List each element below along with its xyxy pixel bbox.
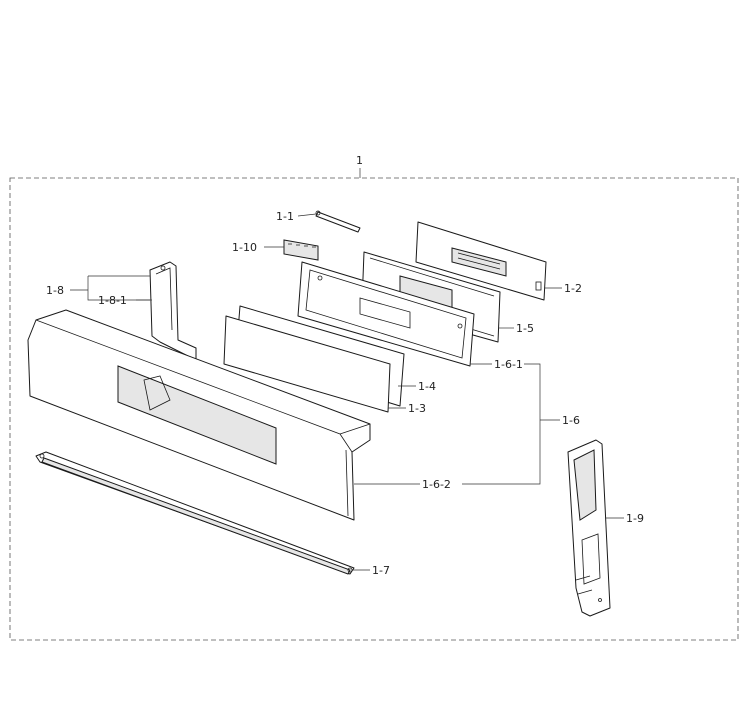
part-1-9-side-bracket (567, 439, 611, 617)
part-1-7-bottom-strip (35, 451, 355, 575)
callout-1-9: 1-9 (626, 512, 644, 525)
leader-1-8 (70, 275, 150, 301)
callout-1-6: 1-6 (562, 414, 580, 427)
callout-1-4: 1-4 (418, 380, 436, 393)
assembly-boundary (9, 177, 739, 641)
callout-1-1: 1-1 (276, 210, 294, 223)
callout-1-8-1: 1-8-1 (98, 294, 127, 307)
part-1-3-touch-panel (223, 315, 391, 413)
assembly-label: 1 (356, 154, 363, 167)
part-1-6-1-control-board (297, 261, 475, 367)
callout-1-6-1: 1-6-1 (494, 358, 523, 371)
part-1-8-side-bracket (149, 261, 197, 361)
part-1-1-rod (315, 210, 361, 233)
part-1-2-cover-plate (415, 221, 547, 301)
callout-1-3: 1-3 (408, 402, 426, 415)
callout-1-10: 1-10 (232, 241, 257, 254)
callout-1-2: 1-2 (564, 282, 582, 295)
part-1-10-connector (283, 239, 319, 261)
callout-1-8: 1-8 (46, 284, 64, 297)
callout-1-6-2: 1-6-2 (422, 478, 451, 491)
callout-1-7: 1-7 (372, 564, 390, 577)
leader-1-6 (462, 363, 560, 485)
leader-1-1 (297, 213, 317, 217)
part-1-6-2-control-panel (27, 309, 371, 521)
callout-1-5: 1-5 (516, 322, 534, 335)
